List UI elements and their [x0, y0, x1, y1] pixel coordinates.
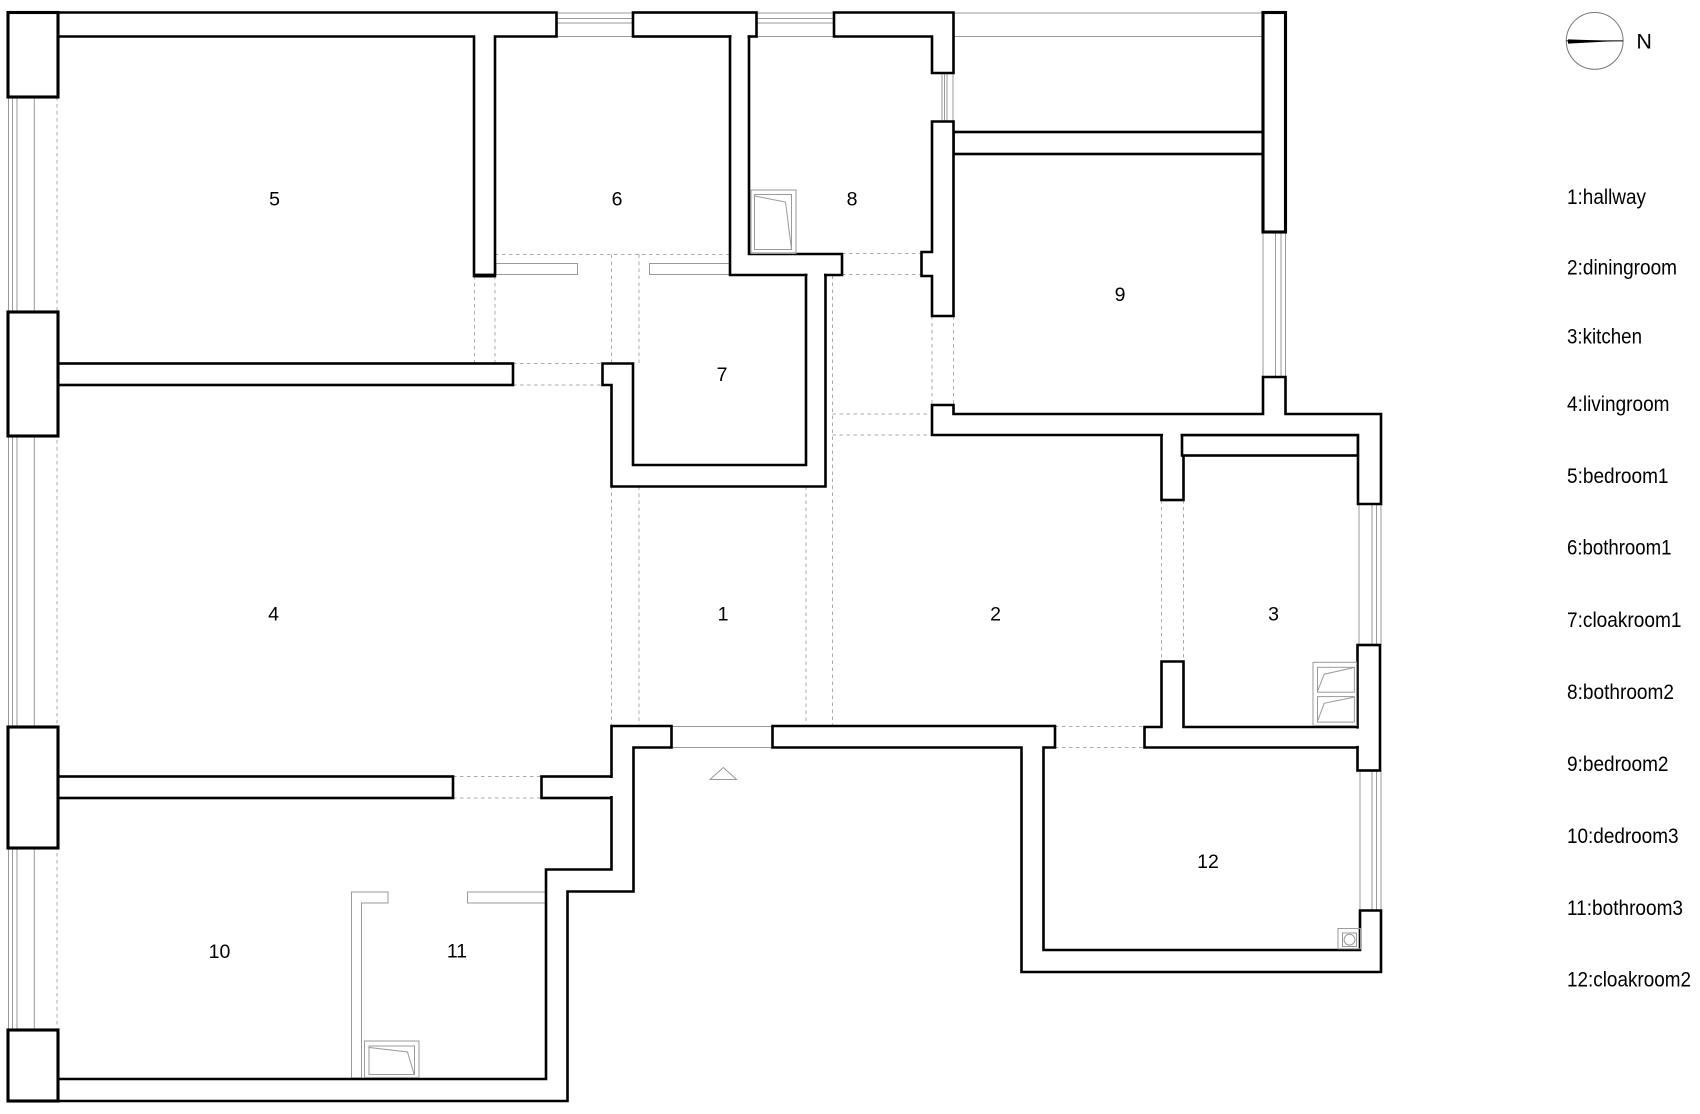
svg-text:11:bothroom3: 11:bothroom3	[1567, 897, 1683, 920]
svg-text:2:diningroom: 2:diningroom	[1567, 257, 1677, 280]
svg-text:9:bedroom2: 9:bedroom2	[1567, 753, 1669, 776]
svg-text:8: 8	[847, 189, 858, 211]
svg-text:10:dedroom3: 10:dedroom3	[1567, 825, 1679, 848]
svg-text:7:cloakroom1: 7:cloakroom1	[1567, 609, 1682, 632]
svg-text:6: 6	[612, 189, 623, 211]
svg-text:5:bedroom1: 5:bedroom1	[1567, 465, 1669, 488]
svg-text:12: 12	[1197, 851, 1219, 873]
svg-text:10: 10	[209, 941, 231, 963]
svg-text:3: 3	[1268, 603, 1279, 625]
svg-text:1: 1	[718, 603, 729, 625]
svg-text:11: 11	[447, 941, 467, 963]
svg-text:9: 9	[1115, 284, 1126, 306]
svg-text:4: 4	[268, 603, 279, 625]
svg-text:4:livingroom: 4:livingroom	[1567, 393, 1670, 416]
svg-text:1:hallway: 1:hallway	[1567, 186, 1646, 209]
svg-text:8:bothroom2: 8:bothroom2	[1567, 681, 1674, 704]
svg-text:N: N	[1636, 30, 1652, 54]
svg-text:5: 5	[269, 189, 280, 211]
svg-text:3:kitchen: 3:kitchen	[1567, 325, 1642, 348]
svg-text:6:bothroom1: 6:bothroom1	[1567, 537, 1672, 560]
svg-text:12:cloakroom2: 12:cloakroom2	[1567, 969, 1691, 992]
svg-text:7: 7	[717, 364, 728, 386]
svg-text:2: 2	[990, 603, 1001, 625]
